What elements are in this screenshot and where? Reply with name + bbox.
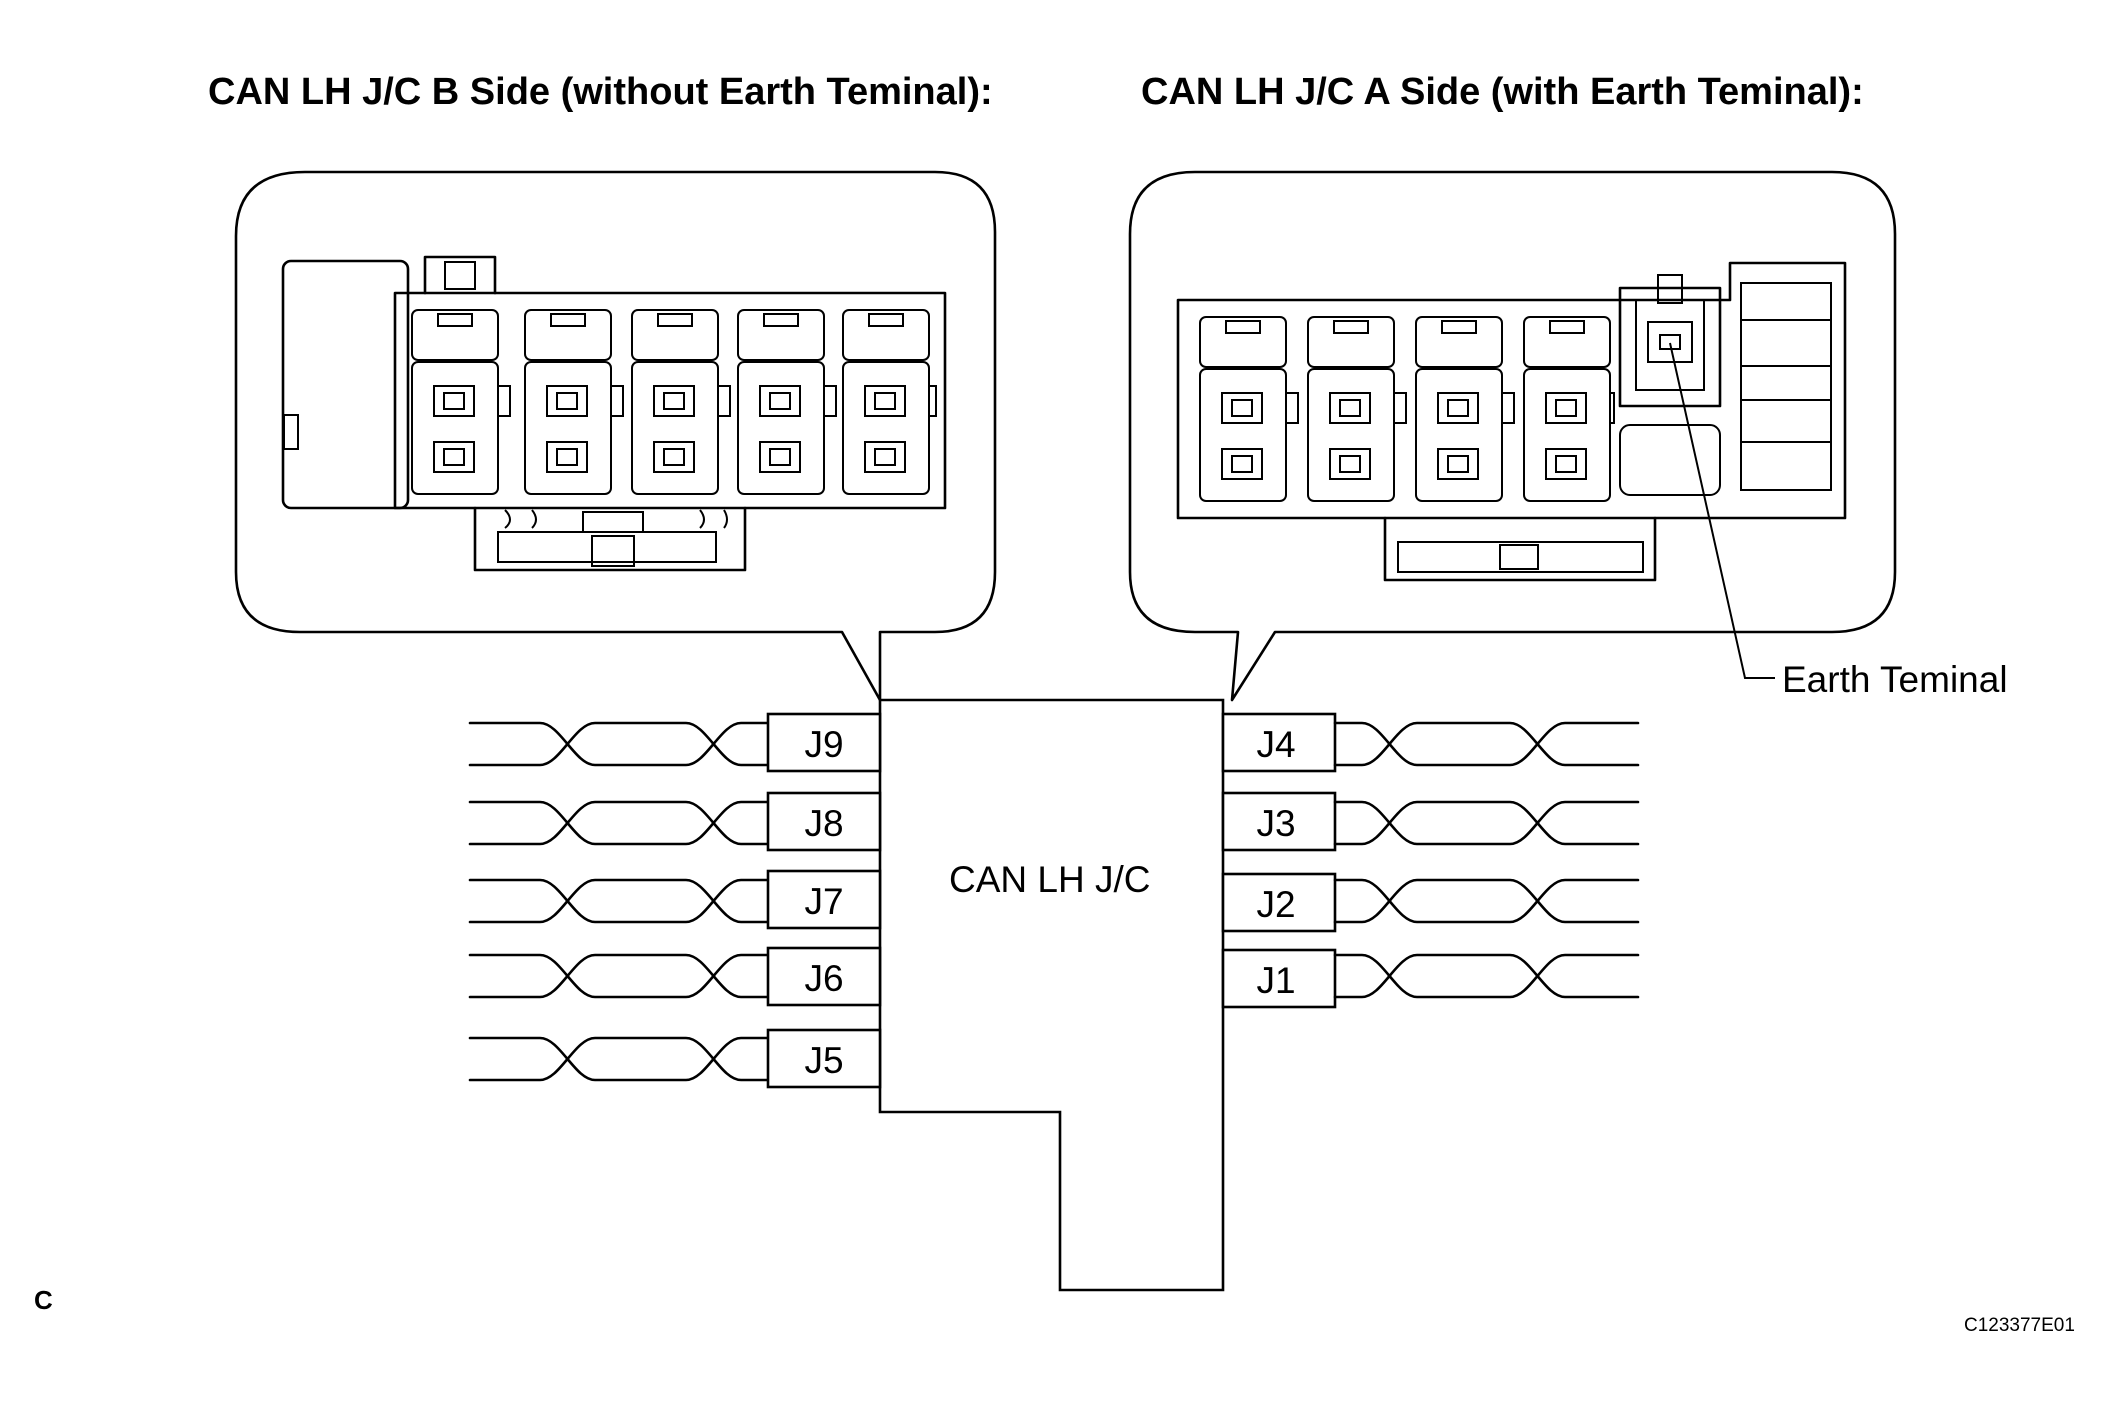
earth-terminal-leader (1669, 342, 1775, 679)
junction-block-label: CAN LH J/C (949, 859, 1150, 900)
corner-letter: C (34, 1285, 53, 1315)
connector-j1-label: J1 (1256, 960, 1295, 1001)
connector-j6: J6 (468, 946, 882, 1007)
connector-j9-label: J9 (804, 724, 843, 765)
b-side-callout (234, 170, 997, 702)
figure-code: C123377E01 (1964, 1315, 2075, 1336)
a-side-cavities (1199, 316, 1615, 502)
earth-terminal-pin (1659, 334, 1681, 350)
connector-j7: J7 (468, 869, 882, 930)
left-connectors: J9 J8 J7 J6 J5 (468, 712, 882, 1089)
right-connectors: J4 J3 J2 J1 (1221, 712, 1640, 1009)
a-side-connector-face (1176, 261, 1847, 582)
earth-terminal-label: Earth Teminal (1782, 659, 2008, 700)
connector-j3-label: J3 (1256, 803, 1295, 844)
connector-j4: J4 (1221, 712, 1640, 773)
a-side-callout (1128, 170, 1897, 702)
a-side-title: CAN LH J/C A Side (with Earth Teminal): (1141, 71, 1864, 113)
connector-j3: J3 (1221, 791, 1640, 852)
b-side-title: CAN LH J/C B Side (without Earth Teminal… (208, 71, 993, 113)
connector-j9: J9 (468, 712, 882, 773)
connector-j6-label: J6 (804, 958, 843, 999)
b-side-connector-face (281, 255, 947, 572)
connector-j2: J2 (1221, 872, 1640, 933)
connector-j7-label: J7 (804, 881, 843, 922)
junction-block (878, 698, 1225, 1292)
connector-j5-label: J5 (804, 1040, 843, 1081)
connector-j2-label: J2 (1256, 884, 1295, 925)
connector-j4-label: J4 (1256, 724, 1295, 765)
connector-j8-label: J8 (804, 803, 843, 844)
connector-j5: J5 (468, 1028, 882, 1089)
b-side-cavities (411, 309, 937, 495)
connector-j1: J1 (1221, 948, 1640, 1009)
connector-j8: J8 (468, 791, 882, 852)
